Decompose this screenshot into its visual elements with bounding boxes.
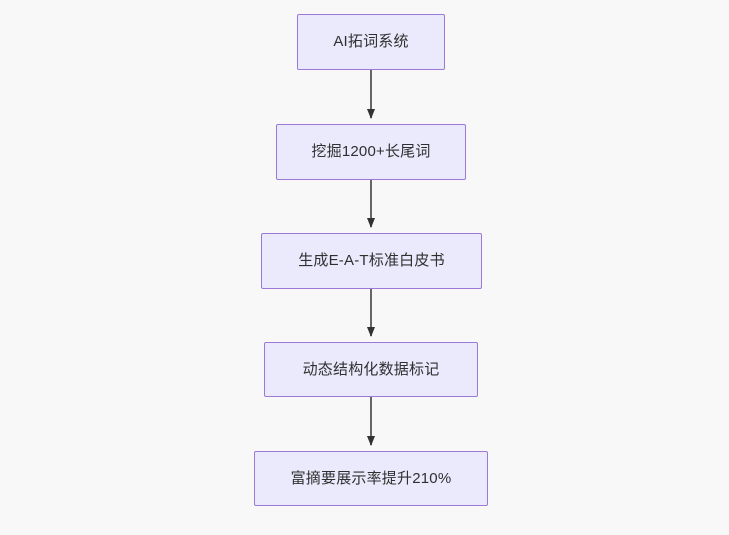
flowchart-node-dynamic-structured-data-markup[interactable]: 动态结构化数据标记 [264, 342, 478, 397]
node-label: 挖掘1200+长尾词 [311, 143, 431, 160]
node-label: 生成E-A-T标准白皮书 [298, 252, 445, 269]
flowchart-node-mine-longtail-keywords[interactable]: 挖掘1200+长尾词 [276, 124, 466, 180]
node-label: 动态结构化数据标记 [302, 360, 440, 378]
flowchart-node-ai-keyword-system[interactable]: AI拓词系统 [297, 14, 445, 70]
flowchart-node-generate-eat-whitepaper[interactable]: 生成E-A-T标准白皮书 [261, 233, 482, 289]
node-label: 富摘要展示率提升210% [290, 469, 452, 487]
node-label: AI拓词系统 [333, 33, 409, 50]
flowchart-node-rich-snippet-rate-increase[interactable]: 富摘要展示率提升210% [254, 451, 488, 506]
